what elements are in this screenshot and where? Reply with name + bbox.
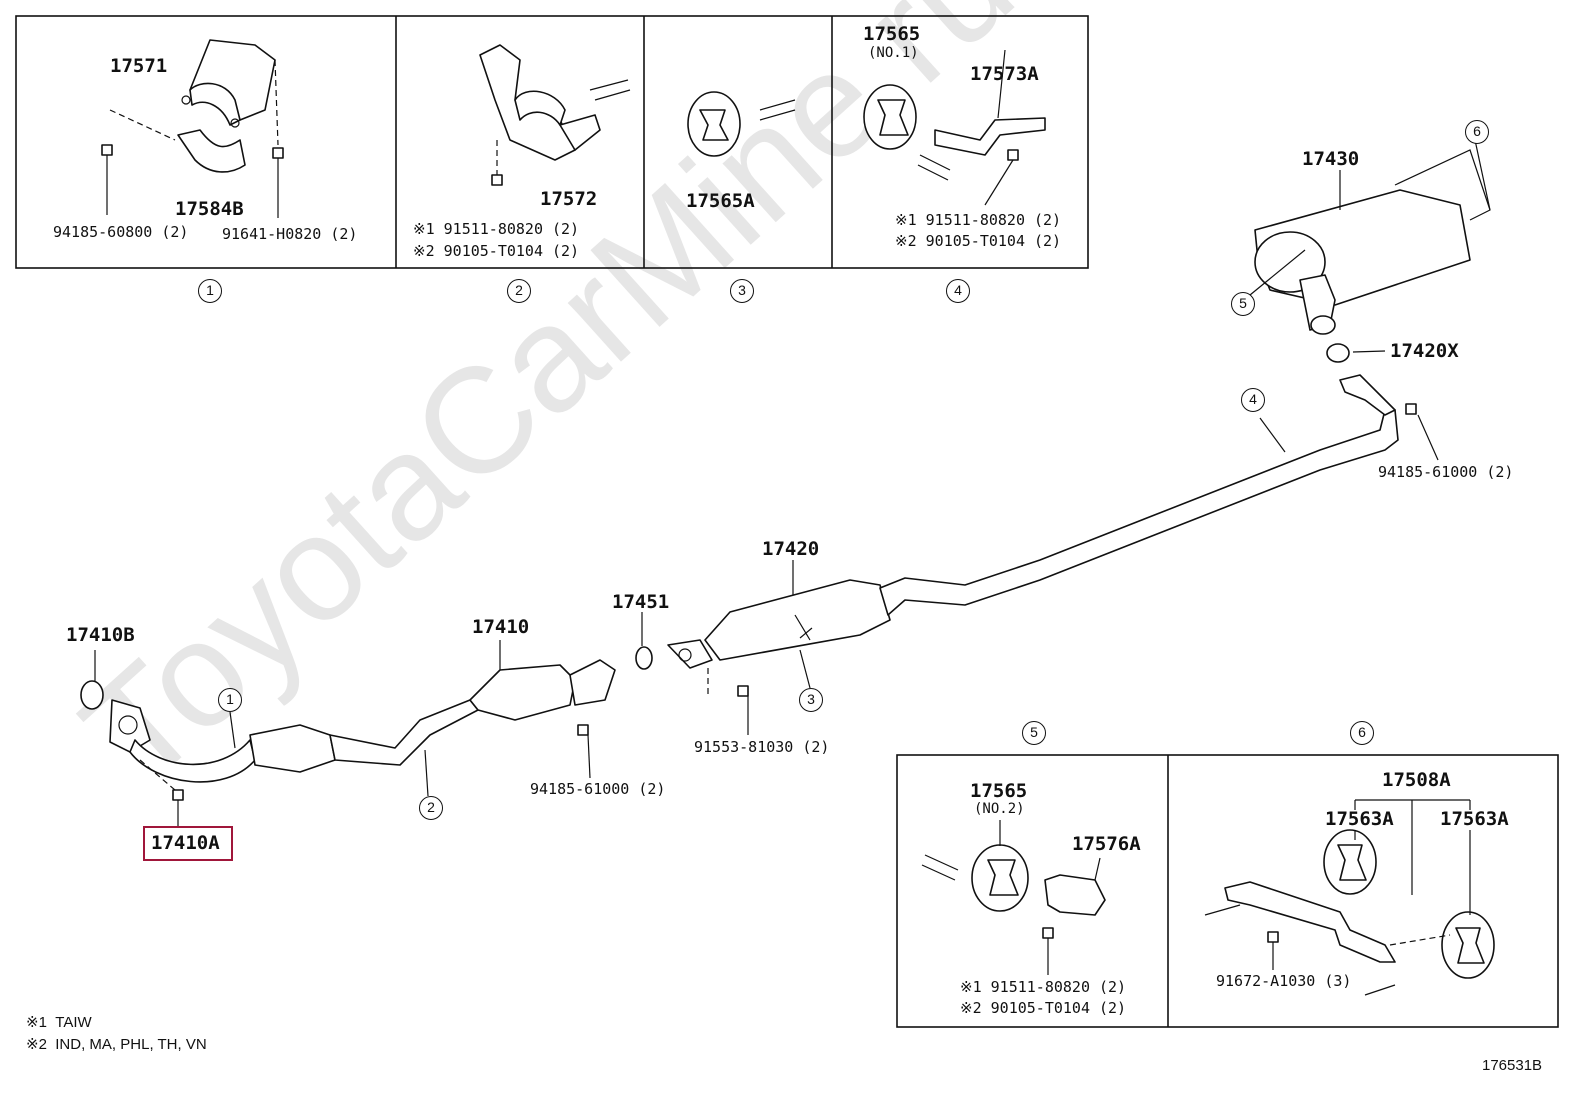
part-90105-T0104-box4[interactable]: ※2 90105-T0104 (2) bbox=[895, 232, 1062, 250]
part-17420X[interactable]: 17420X bbox=[1390, 340, 1459, 362]
part-17410A[interactable]: 17410A bbox=[151, 832, 220, 854]
part-91672-A1030[interactable]: 91672-A1030 (3) bbox=[1216, 972, 1352, 990]
box-number-3: 3 bbox=[730, 279, 754, 303]
exhaust-system-drawing bbox=[80, 139, 1491, 826]
callout-1: 1 bbox=[218, 688, 242, 712]
part-17565-no1[interactable]: 17565 bbox=[863, 23, 921, 45]
hanger-17576A-drawing bbox=[921, 820, 1106, 975]
box-number-2: 2 bbox=[507, 279, 531, 303]
rubber-hanger-17565A-drawing bbox=[687, 91, 796, 157]
top-box-frames bbox=[15, 15, 1089, 269]
part-17563A-left[interactable]: 17563A bbox=[1325, 808, 1394, 830]
note-1: ※1 TAIW bbox=[26, 1014, 92, 1031]
part-17571[interactable]: 17571 bbox=[110, 55, 168, 77]
box-number-6: 6 bbox=[1350, 721, 1374, 745]
part-17565A[interactable]: 17565A bbox=[686, 190, 755, 212]
diagram-id: 176531B bbox=[1482, 1057, 1543, 1074]
callout-6: 6 bbox=[1465, 120, 1489, 144]
part-91511-80820-box5[interactable]: ※1 91511-80820 (2) bbox=[960, 978, 1127, 996]
bracket-17571-drawing bbox=[101, 39, 284, 218]
part-17563A-right[interactable]: 17563A bbox=[1440, 808, 1509, 830]
part-90105-T0104-box2[interactable]: ※2 90105-T0104 (2) bbox=[413, 242, 580, 260]
part-17573A[interactable]: 17573A bbox=[970, 63, 1039, 85]
part-91553-81030[interactable]: 91553-81030 (2) bbox=[694, 738, 830, 756]
part-17508A[interactable]: 17508A bbox=[1382, 769, 1451, 791]
box-number-1: 1 bbox=[198, 279, 222, 303]
bracket-17572-drawing bbox=[479, 44, 631, 186]
part-17572[interactable]: 17572 bbox=[540, 188, 598, 210]
part-90105-T0104-box5[interactable]: ※2 90105-T0104 (2) bbox=[960, 999, 1127, 1017]
part-17576A[interactable]: 17576A bbox=[1072, 833, 1141, 855]
box-number-5: 5 bbox=[1022, 721, 1046, 745]
callout-5: 5 bbox=[1231, 292, 1255, 316]
part-17565-no2[interactable]: 17565 bbox=[970, 780, 1028, 802]
note-2: ※2 IND, MA, PHL, TH, VN bbox=[26, 1036, 207, 1053]
bottom-box-frames bbox=[896, 754, 1559, 1028]
part-17420[interactable]: 17420 bbox=[762, 538, 820, 560]
part-91511-80820-box2[interactable]: ※1 91511-80820 (2) bbox=[413, 220, 580, 238]
callout-3: 3 bbox=[799, 688, 823, 712]
part-17451[interactable]: 17451 bbox=[612, 591, 670, 613]
bracket-17508A-drawing bbox=[1204, 799, 1495, 996]
hanger-17573A-drawing bbox=[863, 49, 1046, 206]
part-17584B[interactable]: 17584B bbox=[175, 198, 244, 220]
callout-2: 2 bbox=[419, 796, 443, 820]
box-number-4: 4 bbox=[946, 279, 970, 303]
highlight-box bbox=[143, 826, 233, 861]
part-94185-61000-front[interactable]: 94185-61000 (2) bbox=[530, 780, 666, 798]
part-17565-no1-sub: (NO.1) bbox=[868, 45, 919, 61]
part-17430[interactable]: 17430 bbox=[1302, 148, 1360, 170]
part-91641-H0820[interactable]: 91641-H0820 (2) bbox=[222, 225, 358, 243]
part-17565-no2-sub: (NO.2) bbox=[974, 801, 1025, 817]
part-17410[interactable]: 17410 bbox=[472, 616, 530, 638]
part-94185-61000-rear[interactable]: 94185-61000 (2) bbox=[1378, 463, 1514, 481]
part-94185-60800[interactable]: 94185-60800 (2) bbox=[53, 223, 189, 241]
callout-4: 4 bbox=[1241, 388, 1265, 412]
part-91511-80820-box4[interactable]: ※1 91511-80820 (2) bbox=[895, 211, 1062, 229]
part-17410B[interactable]: 17410B bbox=[66, 624, 135, 646]
